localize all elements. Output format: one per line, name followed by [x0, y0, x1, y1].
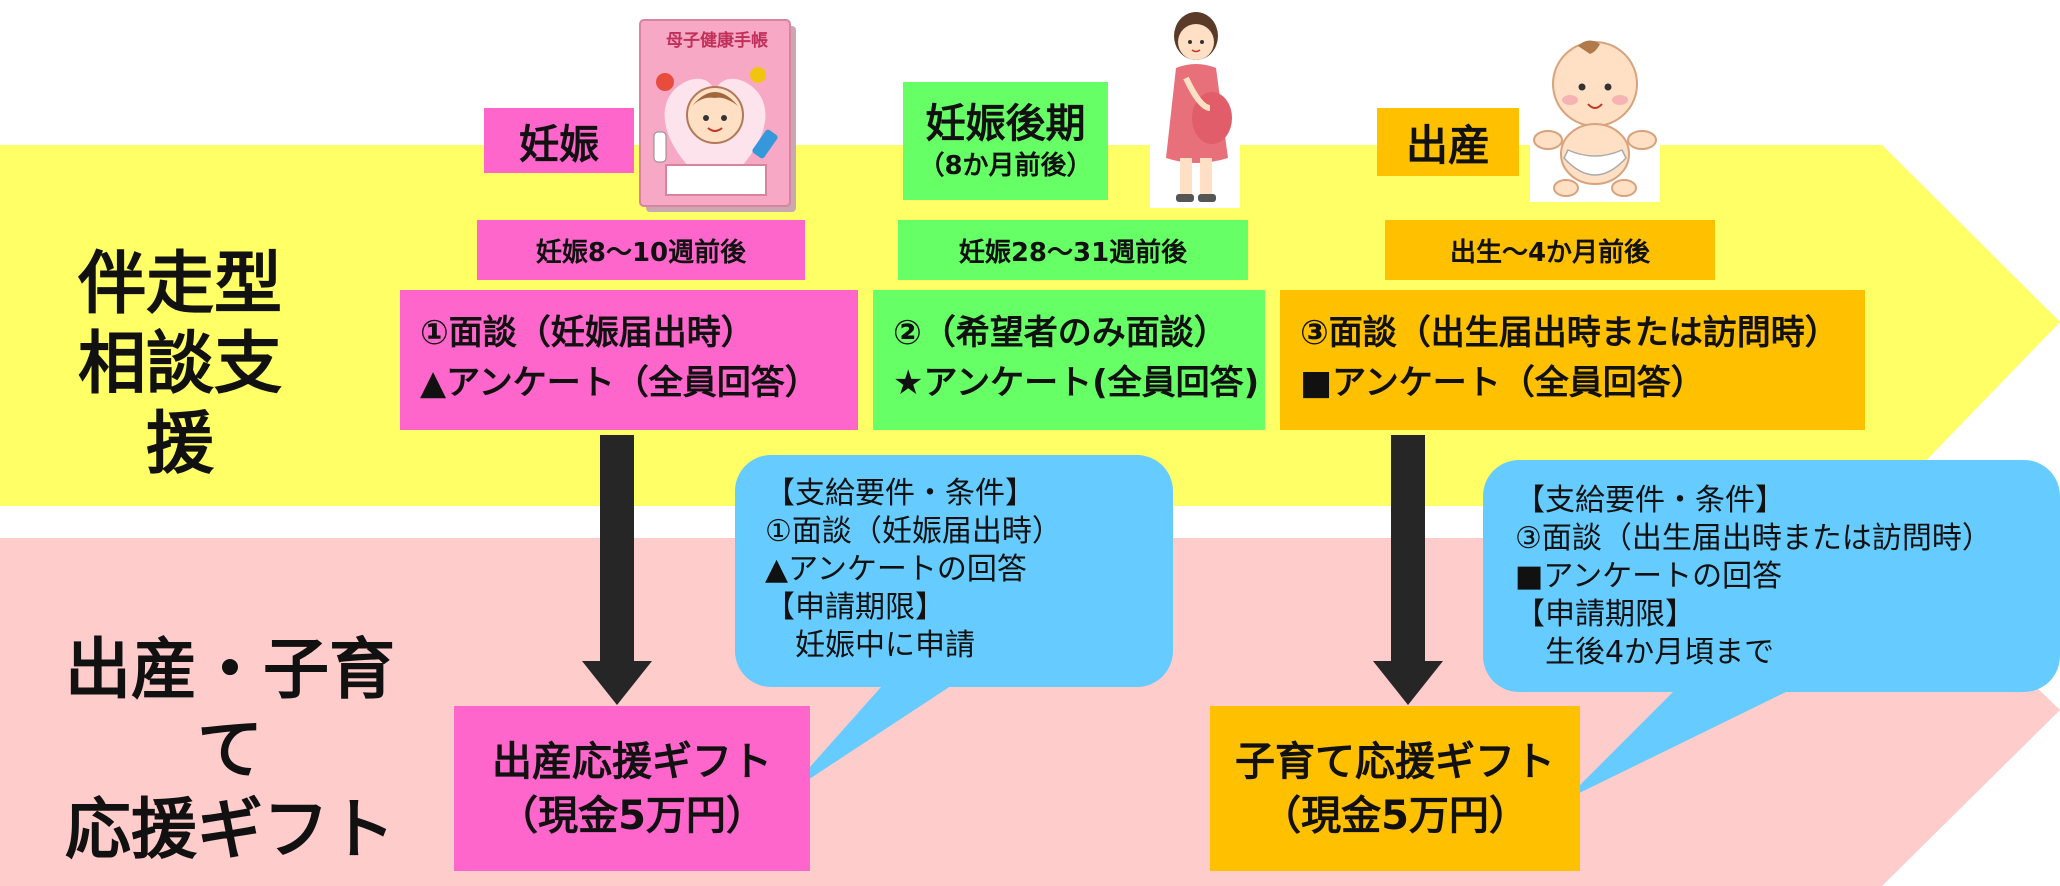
callout-line: 生後4か月頃まで	[1515, 635, 1775, 670]
stage-box-line1: ③面談（出生届出時または訪問時）	[1300, 313, 1839, 353]
callout-line: 妊娠中に申請	[765, 628, 975, 663]
gift-box-birth: 出産応援ギフト （現金5万円）	[454, 706, 810, 871]
stage-box-line2: ■アンケート（全員回答）	[1300, 363, 1705, 403]
down-arrow-shaft	[600, 435, 634, 663]
stage-box-line2: ▲アンケート（全員回答）	[420, 363, 819, 403]
gift-amount: （現金5万円）	[498, 792, 766, 839]
row-label-consultation-line1: 伴走型	[77, 245, 282, 324]
handbook-title: 母子健康手帳	[666, 31, 768, 51]
stage-title-text: 出産	[1405, 120, 1490, 170]
baby-illustration	[1530, 32, 1660, 202]
callout-line: 【申請期限】	[765, 590, 945, 625]
maternal-handbook-illustration: 母子健康手帳	[639, 19, 800, 215]
pregnant-woman-illustration	[1150, 8, 1240, 208]
stage-box-line1: ①面談（妊娠届出時）	[420, 313, 755, 353]
callout-line: ▲アンケートの回答	[765, 552, 1027, 587]
stage-title-pregnancy: 妊娠	[484, 108, 634, 173]
down-arrow-2	[1373, 435, 1443, 705]
stage-box-line2: ★アンケート(全員回答)	[893, 363, 1260, 403]
stage-title-text: 妊娠後期	[925, 101, 1086, 147]
callout-tail-1	[785, 660, 960, 795]
stage-box-pregnancy: ①面談（妊娠届出時） ▲アンケート（全員回答）	[400, 290, 858, 430]
callout-tail-2	[1565, 675, 1790, 800]
callout-line: ③面談（出生届出時または訪問時）	[1515, 521, 1992, 556]
stage-box-line1: ②（希望者のみ面談）	[893, 313, 1228, 353]
down-arrow-head	[1373, 661, 1443, 705]
callout-requirements-2: 【支給要件・条件】 ③面談（出生届出時または訪問時） ■アンケートの回答 【申請…	[1483, 460, 2060, 692]
callout-requirements-1: 【支給要件・条件】 ①面談（妊娠届出時） ▲アンケートの回答 【申請期限】 妊娠…	[735, 455, 1173, 687]
stage-title-text: 妊娠	[519, 121, 599, 168]
callout-line: 【支給要件・条件】	[765, 476, 1035, 511]
down-arrow-shaft	[1391, 435, 1425, 663]
stage-timing-text: 出生～4か月前後	[1449, 237, 1651, 268]
stage-timing-text: 妊娠28～31週前後	[958, 237, 1188, 268]
stage-subtitle-text: （8か月前後）	[918, 151, 1093, 181]
stage-title-birth: 出産	[1377, 108, 1519, 176]
gift-box-childrearing: 子育て応援ギフト （現金5万円）	[1210, 706, 1580, 871]
row-label-gift-line1: 出産・子育て	[65, 631, 395, 788]
stage-timing-late-pregnancy: 妊娠28～31週前後	[898, 220, 1248, 280]
callout-line: 【支給要件・条件】	[1515, 483, 1785, 518]
stage-timing-birth: 出生～4か月前後	[1385, 220, 1715, 280]
stage-box-late-pregnancy: ②（希望者のみ面談） ★アンケート(全員回答)	[873, 290, 1265, 430]
handbook-drawing	[639, 19, 796, 212]
down-arrow-1	[582, 435, 652, 705]
callout-line: 【申請期限】	[1515, 597, 1695, 632]
row-label-gift: 出産・子育て 応援ギフト	[40, 630, 420, 870]
stage-title-late-pregnancy: 妊娠後期 （8か月前後）	[903, 82, 1108, 200]
gift-name: 出産応援ギフト	[492, 738, 772, 785]
gift-name: 子育て応援ギフト	[1235, 738, 1555, 785]
row-label-consultation-line2: 相談支援	[77, 325, 282, 484]
callout-line: ■アンケートの回答	[1515, 559, 1783, 594]
stage-timing-text: 妊娠8～10週前後	[535, 237, 747, 268]
down-arrow-head	[582, 661, 652, 705]
callout-line: ①面談（妊娠届出時）	[765, 514, 1062, 549]
gift-amount: （現金5万円）	[1261, 792, 1529, 839]
stage-timing-pregnancy: 妊娠8～10週前後	[477, 220, 805, 280]
stage-box-birth: ③面談（出生届出時または訪問時） ■アンケート（全員回答）	[1280, 290, 1865, 430]
row-label-gift-line2: 応援ギフト	[65, 791, 395, 868]
row-label-consultation: 伴走型 相談支援	[50, 245, 310, 485]
